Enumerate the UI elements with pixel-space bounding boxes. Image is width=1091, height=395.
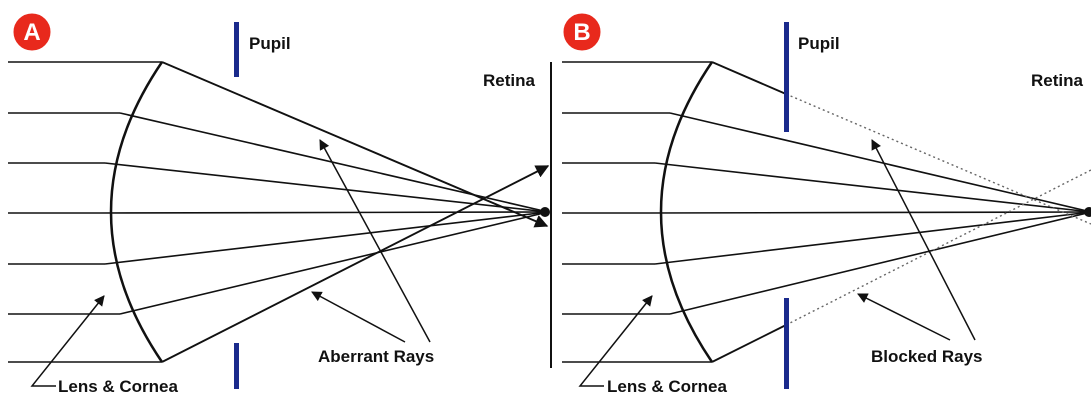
panel-b-blocked-ray-top bbox=[785, 93, 1091, 225]
panel-a-rays-label: Aberrant Rays bbox=[318, 347, 434, 366]
panel-b-ray-2 bbox=[669, 112, 1091, 213]
panel-b-pupil-top bbox=[784, 22, 789, 132]
panel-b-ray-axis bbox=[649, 211, 1091, 214]
panel-a-lens-cornea bbox=[109, 61, 164, 363]
panel-a: A Retina bbox=[8, 10, 552, 395]
panel-b-incoming-rays bbox=[562, 61, 712, 363]
panel-a-retina-label: Retina bbox=[483, 71, 536, 90]
panel-a-lens-callout bbox=[30, 295, 105, 387]
panel-b-lens-cornea bbox=[659, 61, 714, 363]
panel-b-lens-label: Lens & Cornea bbox=[607, 377, 728, 395]
panel-b-ray-5 bbox=[654, 211, 1091, 265]
panel-a-ray-2 bbox=[119, 112, 549, 213]
panel-b: B bbox=[560, 10, 1091, 395]
panel-a-rays-callout bbox=[311, 139, 431, 343]
panel-a-ray-6 bbox=[119, 211, 549, 315]
panel-a-pupil-bottom bbox=[234, 343, 239, 389]
panel-b-marginal-ray-bottom bbox=[711, 324, 787, 363]
panel-a-pupil-label: Pupil bbox=[249, 34, 291, 53]
panel-a-pupil-top bbox=[234, 22, 239, 77]
panel-b-badge: B bbox=[560, 10, 604, 54]
panel-a-ray-3 bbox=[104, 162, 549, 213]
panel-b-lens-callout bbox=[578, 295, 653, 387]
panel-a-refracted-rays bbox=[99, 112, 549, 315]
panel-b-focal-point bbox=[1084, 207, 1091, 217]
panel-a-lens-label: Lens & Cornea bbox=[58, 377, 179, 395]
panel-a-aberrant-ray-bottom bbox=[161, 165, 550, 363]
panel-b-pupil-label: Pupil bbox=[798, 34, 840, 53]
panel-a-ray-axis bbox=[99, 211, 549, 214]
panel-b-ray-3 bbox=[654, 162, 1091, 213]
panel-a-focal-point bbox=[540, 207, 550, 217]
panel-b-blocked-ray-bottom bbox=[785, 169, 1091, 326]
panel-a-badge: A bbox=[10, 10, 54, 54]
panel-a-badge-letter: A bbox=[23, 19, 40, 46]
panel-b-rays-callout bbox=[857, 139, 976, 341]
panel-b-badge-letter: B bbox=[573, 19, 590, 46]
panel-b-marginal-ray-top bbox=[711, 61, 787, 95]
panel-a-incoming-rays bbox=[8, 61, 162, 363]
panel-b-ray-6 bbox=[669, 211, 1091, 315]
panel-b-pupil-bottom bbox=[784, 298, 789, 389]
panel-b-retina-label: Retina bbox=[1031, 71, 1084, 90]
panel-a-aberrant-rays bbox=[161, 61, 550, 363]
panel-b-blocked-rays bbox=[785, 93, 1091, 326]
panel-b-refracted-rays bbox=[649, 112, 1091, 315]
panel-b-rays-label: Blocked Rays bbox=[871, 347, 983, 366]
panel-b-marginal-rays bbox=[711, 61, 787, 363]
panel-a-ray-5 bbox=[104, 211, 549, 265]
